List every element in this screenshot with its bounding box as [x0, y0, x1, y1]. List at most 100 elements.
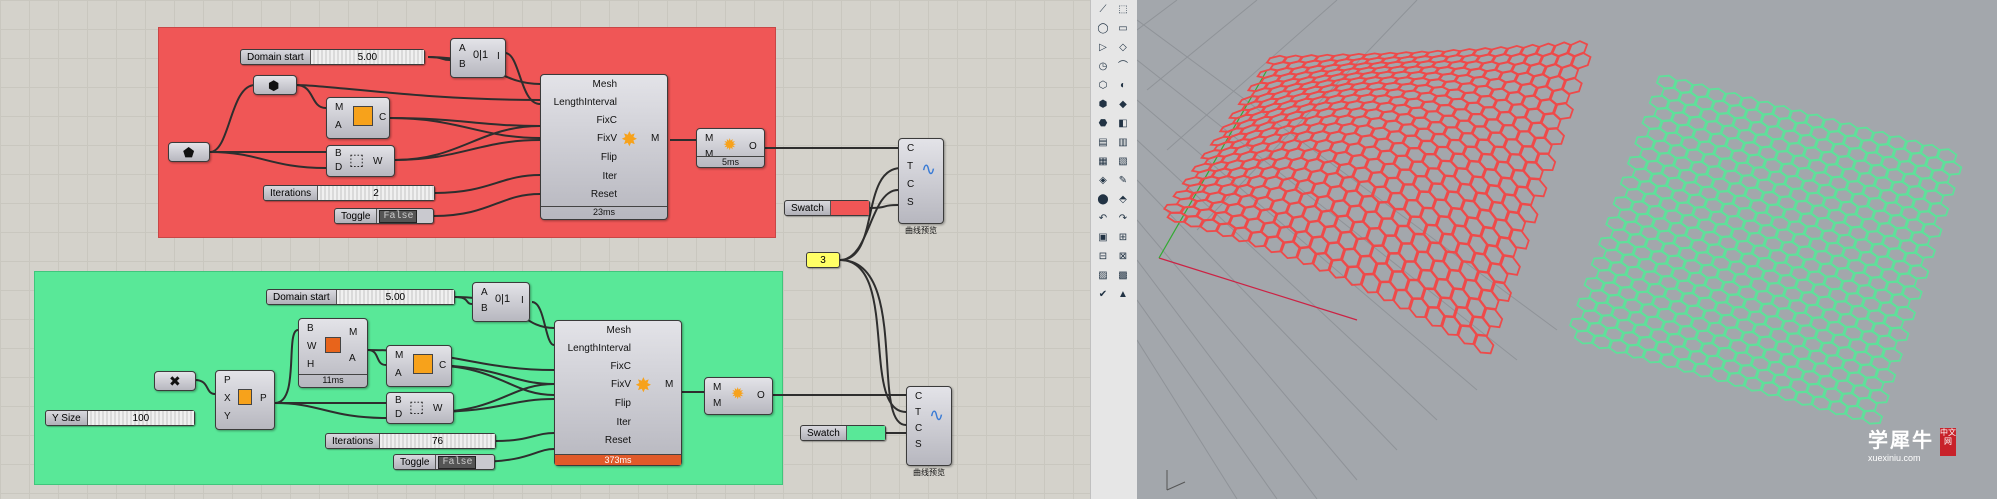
plane-component[interactable]: B W H M A 11ms [298, 318, 368, 388]
frame-icon[interactable]: ▣ [1098, 232, 1108, 243]
output-m: M [349, 327, 358, 338]
domain-component[interactable]: A B 0|1 I [450, 38, 506, 78]
input-d: D [335, 162, 343, 173]
toggle[interactable]: Toggle False [393, 454, 495, 470]
input-b: B [307, 323, 314, 334]
world-axes-icon [1166, 470, 1186, 491]
number-panel[interactable]: 3 [806, 252, 840, 268]
input-a: A [459, 43, 466, 54]
input-t: T [907, 161, 914, 172]
viewport-scene [1137, 0, 1963, 499]
output-c: C [379, 112, 387, 123]
arc-icon[interactable]: ◷ [1098, 61, 1108, 72]
add-icon[interactable]: ⊞ [1118, 232, 1128, 243]
swatch-color[interactable] [830, 201, 869, 215]
cylinder-icon[interactable]: ⬣ [1098, 118, 1108, 129]
domain-start-slider[interactable]: Domain start 5.00 [240, 49, 425, 65]
box-icon[interactable]: ▭ [1118, 23, 1128, 34]
kangaroo-component[interactable]: Mesh LengthInterval FixC FixV Flip Iter … [554, 320, 682, 466]
preview-component[interactable]: C T C S ∿ 曲线预览 [898, 138, 944, 235]
check-icon[interactable]: ✔ [1098, 289, 1108, 300]
texture-icon[interactable]: ▨ [1098, 270, 1108, 281]
iterations-value[interactable]: 76 [380, 434, 495, 448]
intersect-icon[interactable]: ⊠ [1118, 251, 1128, 262]
edit-icon[interactable]: ✎ [1118, 175, 1128, 186]
domain-start-value[interactable]: 5.00 [310, 50, 424, 64]
output-p: P [260, 393, 267, 404]
wire [274, 402, 387, 419]
solid-icon[interactable]: ⬢ [1098, 99, 1108, 110]
grasshopper-canvas[interactable]: Domain start 5.00 A B 0|1 I ⬢ ⬟ M A C B … [0, 0, 1090, 499]
half-circle-icon[interactable]: ◐ [1119, 80, 1127, 91]
output-i: I [497, 51, 500, 62]
swatch-color[interactable] [846, 426, 885, 440]
rect-icon[interactable]: ⬚ [1118, 4, 1128, 15]
swatch[interactable]: Swatch [800, 425, 886, 441]
toggle[interactable]: Toggle False [334, 208, 434, 224]
undo-icon[interactable]: ↶ [1098, 213, 1108, 224]
y-size-value[interactable]: 100 [87, 411, 194, 425]
box-component[interactable]: B D ⬚ W [326, 145, 395, 177]
panel-icon[interactable]: ◧ [1118, 118, 1128, 129]
wedge-icon[interactable]: ⬘ [1119, 194, 1127, 205]
box-icon: ⬚ [349, 152, 365, 169]
point-component[interactable]: P X Y P [215, 370, 275, 430]
logo-main: 学犀牛 [1868, 430, 1934, 452]
preview-caption: 曲线预览 [913, 468, 945, 477]
transform-icon[interactable]: ◈ [1099, 175, 1107, 186]
mesh-source-component[interactable]: ⬢ [253, 75, 297, 95]
domain-start-label: Domain start [267, 290, 337, 304]
hatch-icon[interactable]: ▧ [1118, 156, 1128, 167]
weld-component[interactable]: M M ✹ O 5ms [696, 128, 765, 168]
edges-component[interactable]: M A C [386, 345, 452, 387]
preview-caption: 曲线预览 [905, 226, 937, 235]
sphere-icon[interactable]: ⬤ [1097, 194, 1109, 205]
line-icon[interactable]: ⟋ [1099, 4, 1107, 15]
brep-param-component[interactable]: ⬟ [168, 142, 210, 162]
wire [367, 349, 387, 366]
domain-start-slider[interactable]: Domain start 5.00 [266, 289, 455, 305]
iterations-slider[interactable]: Iterations 76 [325, 433, 496, 449]
domain-component[interactable]: A B 0|1 I [472, 282, 530, 322]
box-component[interactable]: B D ⬚ W [386, 392, 454, 424]
swatch[interactable]: Swatch [784, 200, 870, 216]
rhino-viewport[interactable] [1137, 0, 1997, 499]
edges-icon [413, 354, 433, 374]
subtract-icon[interactable]: ⊟ [1098, 251, 1108, 262]
input-fixv: FixV [611, 379, 631, 390]
triangle-icon[interactable]: ▲ [1118, 289, 1128, 300]
y-size-slider[interactable]: Y Size 100 [45, 410, 195, 426]
input-reset: Reset [590, 189, 617, 200]
weld-component[interactable]: M M ✹ O [704, 377, 773, 415]
output-m: M [651, 133, 660, 144]
input-t: T [915, 407, 922, 418]
redo-icon[interactable]: ↷ [1118, 213, 1128, 224]
circle-icon[interactable]: ◯ [1097, 23, 1109, 34]
input-s: S [907, 197, 914, 208]
play-icon[interactable]: ▷ [1099, 42, 1107, 53]
x-axis [1158, 257, 1358, 321]
toggle-value[interactable]: False [438, 455, 477, 469]
wire [869, 204, 899, 209]
domain-start-value[interactable]: 5.00 [336, 290, 454, 304]
curve-icon[interactable]: ⌒ [1118, 61, 1128, 72]
mesh-icon[interactable]: ▦ [1098, 156, 1108, 167]
preview-component[interactable]: C T C S ∿ 曲线预览 [906, 386, 952, 477]
layer-icon[interactable]: ▤ [1098, 137, 1108, 148]
render-icon[interactable]: ▩ [1118, 270, 1128, 281]
input-c: C [915, 391, 923, 402]
iterations-slider[interactable]: Iterations 2 [263, 185, 435, 201]
toggle-value[interactable]: False [379, 209, 418, 223]
diamond-icon[interactable]: ◇ [1119, 42, 1127, 53]
edges-component[interactable]: M A C [326, 97, 390, 139]
output-o: O [757, 390, 765, 401]
input-m: M [395, 350, 404, 361]
iterations-value[interactable]: 2 [318, 186, 434, 200]
grid-icon[interactable]: ▥ [1118, 137, 1128, 148]
gem-icon[interactable]: ◆ [1119, 99, 1127, 110]
kangaroo-component[interactable]: Mesh LengthInterval FixC FixV Flip Iter … [540, 74, 668, 220]
kangaroo-icon: ✸ [635, 375, 652, 397]
xy-plane-component[interactable]: ✖ [154, 371, 196, 391]
swatch-label: Swatch [801, 426, 847, 440]
hex-icon[interactable]: ⬡ [1098, 80, 1108, 91]
